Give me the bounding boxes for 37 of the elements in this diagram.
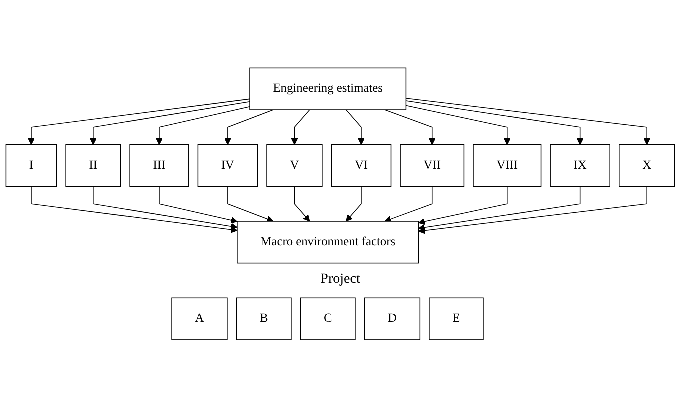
arrow	[159, 186, 238, 224]
arrow	[406, 105, 511, 146]
arrow	[346, 110, 365, 146]
arrow	[291, 110, 310, 146]
arrow	[294, 186, 310, 222]
arrow	[384, 110, 436, 146]
arrow	[93, 186, 238, 230]
arrow	[418, 186, 581, 231]
node-box: B	[236, 298, 292, 340]
arrow	[406, 98, 650, 146]
node-box: V	[266, 144, 323, 187]
arrow	[90, 101, 250, 146]
node-box: I	[6, 144, 58, 187]
arrow	[406, 100, 584, 146]
node-box: VIII	[473, 144, 542, 187]
node-box: E	[429, 298, 484, 340]
node-box: III	[130, 144, 190, 187]
node-box: VII	[400, 144, 465, 187]
node-box: IV	[198, 144, 258, 187]
arrow	[156, 106, 250, 146]
node-box: Macro environment factors	[237, 221, 420, 264]
arrow	[31, 186, 238, 234]
node-box: IX	[550, 144, 610, 187]
arrow	[228, 186, 274, 222]
node-box: A	[172, 298, 228, 340]
node-box: C	[300, 298, 356, 340]
node-box: D	[364, 298, 421, 340]
node-box: VI	[331, 144, 392, 187]
arrow	[346, 186, 362, 222]
node-box: II	[66, 144, 122, 187]
arrow	[418, 186, 508, 225]
node-box: Engineering estimates	[250, 68, 407, 110]
arrow	[28, 98, 250, 146]
node-box: X	[619, 144, 676, 187]
arrow	[224, 110, 274, 146]
arrow	[418, 186, 648, 234]
arrow	[384, 186, 433, 222]
